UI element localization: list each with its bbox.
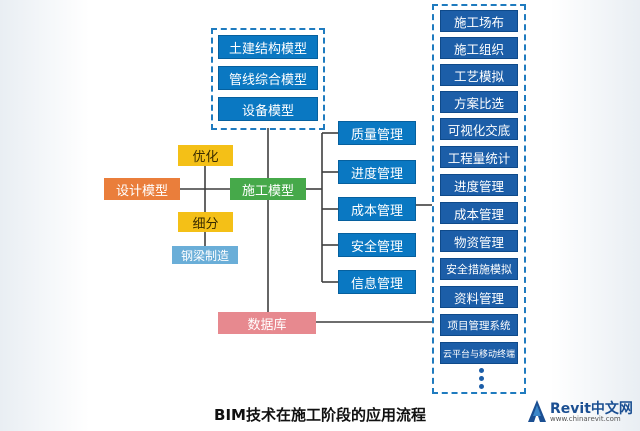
refine-box: 细分 — [178, 212, 233, 232]
logo-name: Revit中文网 — [550, 401, 633, 417]
app-cloud-mobile: 云平台与移动终端 — [440, 342, 518, 364]
app-safety-measures-simulation: 安全措施模拟 — [440, 258, 518, 280]
management-information: 信息管理 — [338, 270, 416, 294]
more-items-ellipsis — [476, 368, 486, 392]
app-schedule-management: 进度管理 — [440, 174, 518, 196]
app-quantity-statistics: 工程量统计 — [440, 146, 518, 168]
steel-fabrication-box: 钢梁制造 — [172, 246, 238, 264]
database-box: 数据库 — [218, 312, 316, 334]
app-visual-briefing: 可视化交底 — [440, 118, 518, 140]
app-cost-management: 成本管理 — [440, 202, 518, 224]
app-site-layout: 施工场布 — [440, 10, 518, 32]
management-schedule: 进度管理 — [338, 160, 416, 184]
logo-url: www.chinarevit.com — [550, 415, 621, 423]
app-scheme-comparison: 方案比选 — [440, 91, 518, 113]
management-quality: 质量管理 — [338, 121, 416, 145]
revit-logo: Revit中文网 www.chinarevit.com — [528, 398, 636, 426]
construction-model-box: 施工模型 — [230, 178, 306, 200]
bim-model-equipment: 设备模型 — [218, 97, 318, 121]
bim-model-pipeline: 管线综合模型 — [218, 66, 318, 90]
app-project-management-system: 项目管理系统 — [440, 314, 518, 336]
revit-logo-icon — [528, 400, 546, 422]
diagram-caption: BIM技术在施工阶段的应用流程 — [214, 406, 426, 424]
app-materials-management: 物资管理 — [440, 230, 518, 252]
design-model-box: 设计模型 — [104, 178, 180, 200]
bim-model-structure: 土建结构模型 — [218, 35, 318, 59]
management-safety: 安全管理 — [338, 233, 416, 257]
bim-models-group — [211, 28, 325, 130]
management-cost: 成本管理 — [338, 197, 416, 221]
applications-group — [432, 4, 526, 394]
optimize-box: 优化 — [178, 145, 233, 166]
app-construction-organization: 施工组织 — [440, 37, 518, 59]
app-document-management: 资料管理 — [440, 286, 518, 308]
app-process-simulation: 工艺模拟 — [440, 64, 518, 86]
